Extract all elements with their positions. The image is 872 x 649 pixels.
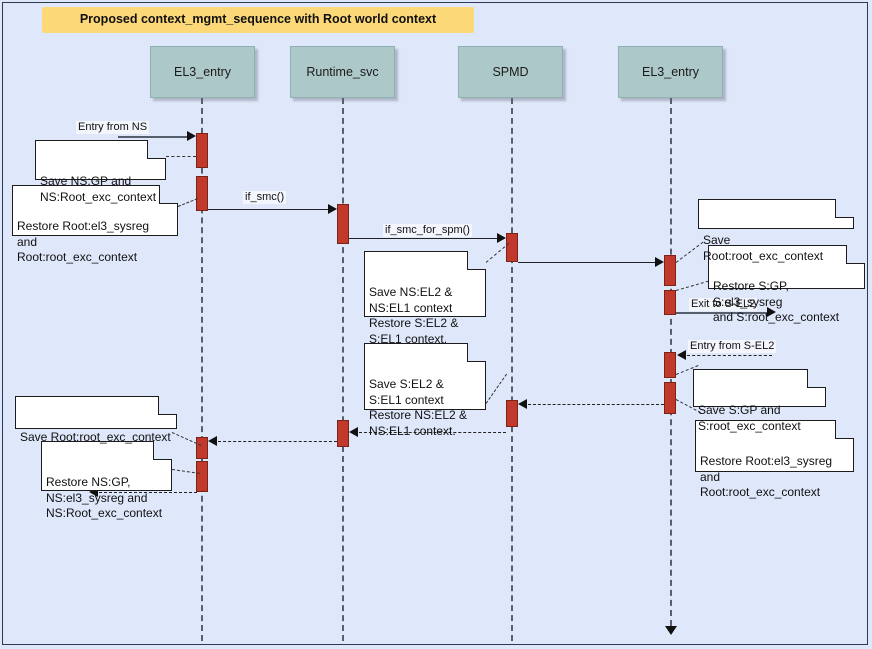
message-line-spmd-to-runtime-svc xyxy=(359,432,506,433)
participant-runtime-svc[interactable]: Runtime_svc xyxy=(290,46,395,98)
message-arrow-if-smc xyxy=(328,204,337,214)
diagram-title-banner: Proposed context_mgmt_sequence with Root… xyxy=(42,7,474,33)
message-line-if-smc xyxy=(208,209,329,210)
note-fold-icon xyxy=(467,250,486,270)
participant-spmd[interactable]: SPMD xyxy=(458,46,563,98)
message-arrow-exit-to-s-el2 xyxy=(767,307,776,317)
message-line-runtime-svc-to-el3-left xyxy=(218,441,337,442)
activation-el3-right-3 xyxy=(664,352,676,378)
message-line-entry-from-ns xyxy=(118,136,188,138)
note-fold-icon xyxy=(158,395,177,415)
message-label-entry-from-s-el2: Entry from S-EL2 xyxy=(688,340,777,353)
note-restore-root-el3-sysreg-2: Restore Root:el3_sysreg and Root:root_ex… xyxy=(695,419,854,499)
message-arrow-el3-left-exit xyxy=(89,487,98,497)
message-arrow-spmd-to-runtime-svc xyxy=(349,427,358,437)
activation-el3-left-4 xyxy=(196,461,208,492)
message-line-entry-from-s-el2 xyxy=(687,355,772,356)
note-restore-s-gp: Restore S:GP, S:el3_sysreg and S:root_ex… xyxy=(708,244,865,324)
activation-runtime-svc-1 xyxy=(337,204,349,244)
message-line-spmd-to-el3-right xyxy=(518,262,656,263)
note-fold-icon xyxy=(159,184,178,204)
note-fold-icon xyxy=(835,419,854,439)
message-label-if-smc-for-spm: if_smc_for_spm() xyxy=(383,224,472,237)
message-label-exit-to-s-el2: Exit to S-EL2 xyxy=(689,298,758,311)
lifeline-end-arrow-el3-entry-right xyxy=(665,626,677,635)
lifeline-runtime-svc xyxy=(342,98,344,641)
message-line-el3-left-exit xyxy=(99,492,197,493)
activation-el3-right-1 xyxy=(664,255,676,286)
message-label-if-smc: if_smc() xyxy=(243,191,287,204)
note-connector-1 xyxy=(166,156,196,157)
message-arrow-entry-from-s-el2 xyxy=(677,350,686,360)
activation-el3-left-2 xyxy=(196,176,208,211)
message-arrow-spmd-to-el3-right xyxy=(655,257,664,267)
message-arrow-runtime-svc-to-el3-left xyxy=(208,436,217,446)
participant-el3-entry-left[interactable]: EL3_entry xyxy=(150,46,255,98)
message-line-if-smc-for-spm xyxy=(349,238,498,239)
lifeline-spmd xyxy=(511,98,513,641)
activation-runtime-svc-2 xyxy=(337,420,349,447)
note-fold-icon xyxy=(846,244,865,264)
message-arrow-entry-from-ns xyxy=(187,131,196,141)
lifeline-el3-entry-left xyxy=(201,98,203,641)
note-save-s-el2-restore-ns-el2: Save S:EL2 & S:EL1 context Restore NS:EL… xyxy=(364,342,486,438)
activation-spmd-2 xyxy=(506,400,518,427)
message-line-el3-right-to-spmd xyxy=(528,404,664,405)
note-save-ns-gp: Save NS:GP and NS:Root_exc_context xyxy=(35,139,166,204)
note-fold-icon xyxy=(467,342,486,362)
note-save-s-gp: Save S:GP and S:root_exc_context xyxy=(693,368,826,433)
note-save-root-exc-context-1: Save Root:root_exc_context xyxy=(698,198,854,263)
activation-el3-right-2 xyxy=(664,290,676,315)
note-save-ns-el2-restore-s-el2: Save NS:EL2 & NS:EL1 context Restore S:E… xyxy=(364,250,486,346)
note-restore-ns-gp: Restore NS:GP, NS:el3_sysreg and NS:Root… xyxy=(41,440,172,520)
note-fold-icon xyxy=(835,198,854,218)
message-arrow-el3-right-to-spmd xyxy=(518,399,527,409)
message-label-entry-from-ns: Entry from NS xyxy=(76,121,150,134)
note-save-root-exc-context-2: Save Root:root_exc_context xyxy=(15,395,177,444)
participant-el3-entry-right[interactable]: EL3_entry xyxy=(618,46,723,98)
message-line-exit-to-s-el2 xyxy=(676,312,768,314)
note-fold-icon xyxy=(807,368,826,388)
message-arrow-if-smc-for-spm xyxy=(497,233,506,243)
activation-spmd-1 xyxy=(506,233,518,262)
activation-el3-left-1 xyxy=(196,133,208,168)
note-fold-icon xyxy=(147,139,166,159)
activation-el3-right-4 xyxy=(664,382,676,414)
activation-el3-left-3 xyxy=(196,437,208,459)
note-fold-icon xyxy=(153,440,172,460)
note-restore-root-el3-sysreg-1: Restore Root:el3_sysreg and Root:root_ex… xyxy=(12,184,178,264)
